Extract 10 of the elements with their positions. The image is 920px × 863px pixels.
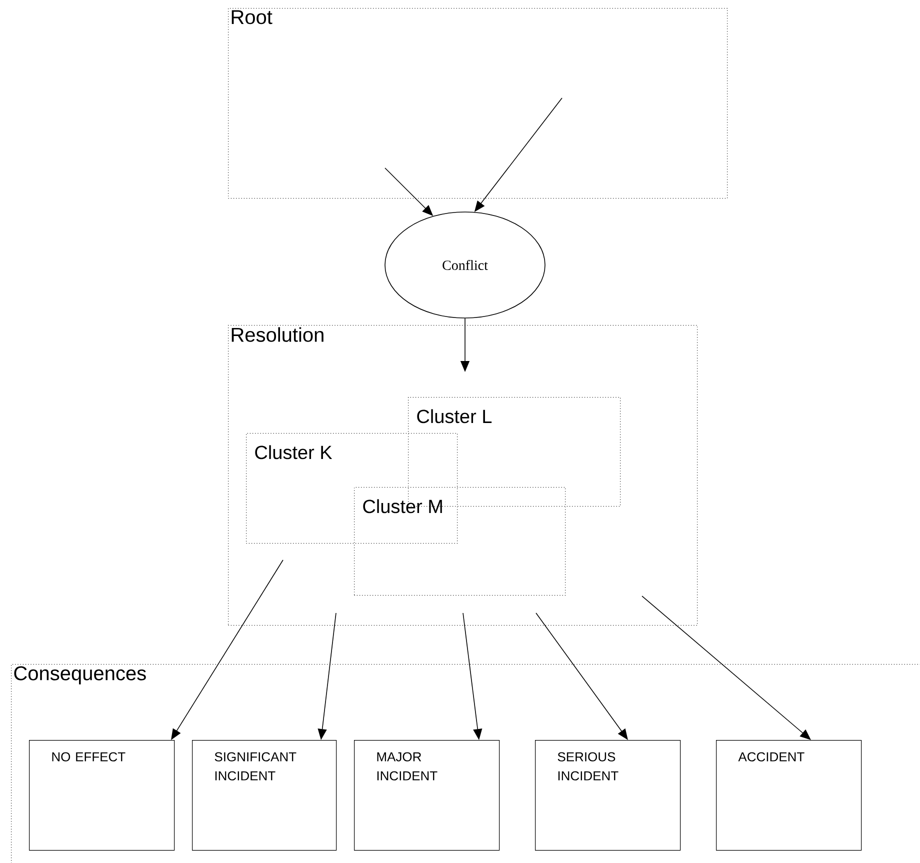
consequence-box: NO EFFECT (29, 740, 175, 851)
consequence-box: ACCIDENT (716, 740, 862, 851)
arrow (642, 596, 811, 740)
consequence-box: SIGNIFICANT INCIDENT (192, 740, 337, 851)
consequence-box: SERIOUS INCIDENT (535, 740, 681, 851)
cluster-frame: Cluster M (354, 487, 566, 596)
consequence-box: MAJOR INCIDENT (354, 740, 500, 851)
arrow (536, 612, 628, 740)
arrow (171, 560, 284, 740)
group-frame: Root (228, 8, 728, 199)
